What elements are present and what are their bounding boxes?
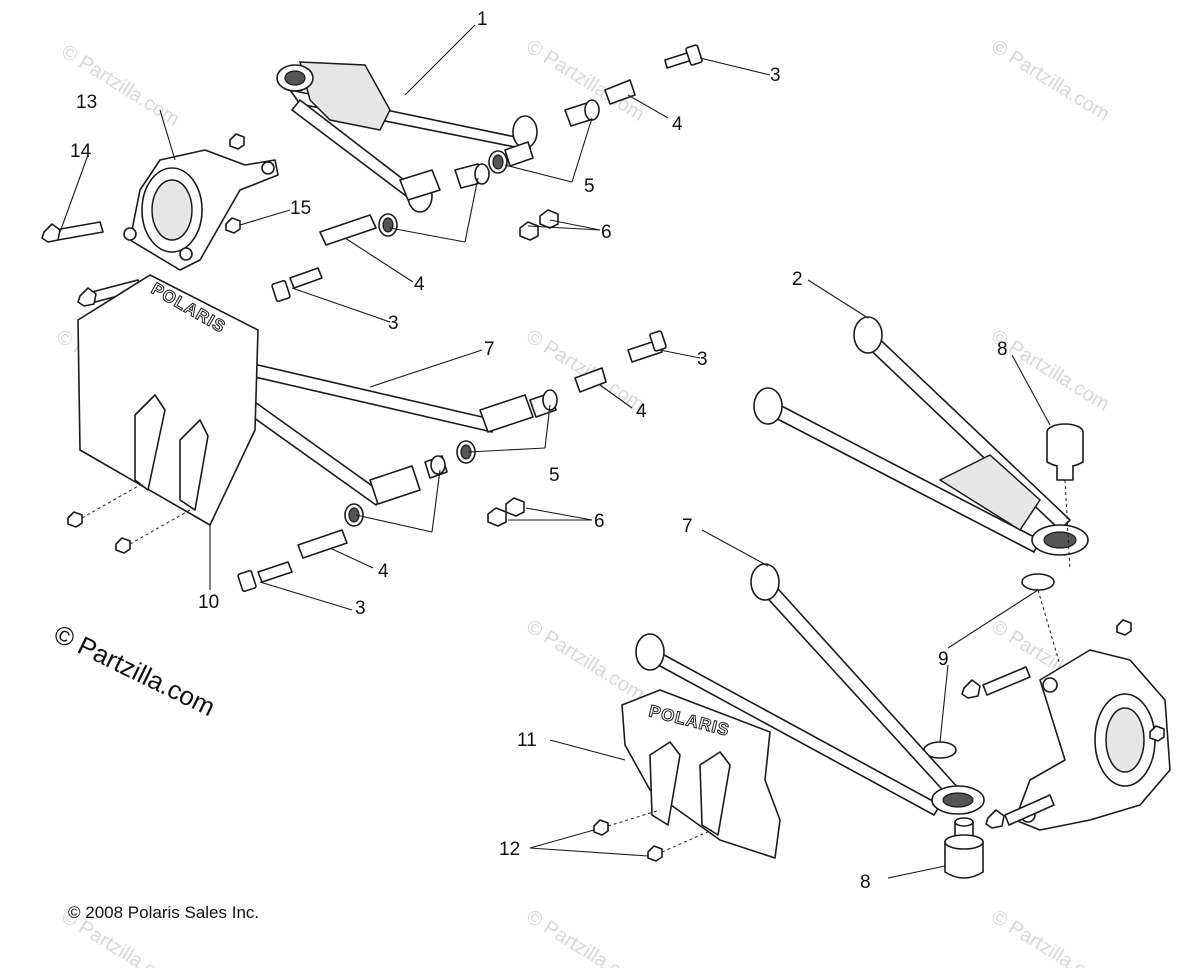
callout-8: 8 bbox=[860, 872, 871, 893]
callout-2: 2 bbox=[792, 269, 803, 290]
knuckle-right bbox=[961, 479, 1171, 831]
callout-15: 15 bbox=[290, 198, 311, 219]
callout-labels: 1 2 3 3 3 3 4 4 4 4 5 5 6 6 7 7 8 8 9 10… bbox=[70, 9, 1008, 893]
callout-5: 5 bbox=[549, 465, 560, 486]
partzilla-watermark: © Partzilla.com bbox=[49, 618, 220, 722]
watermark-text: © Partzilla.com bbox=[522, 616, 648, 706]
callout-3: 3 bbox=[770, 65, 781, 86]
knuckle-13 bbox=[123, 149, 279, 271]
callout-14: 14 bbox=[70, 141, 92, 162]
callout-8: 8 bbox=[997, 339, 1008, 360]
callout-5: 5 bbox=[584, 176, 595, 197]
nuts-15 bbox=[225, 133, 245, 234]
callout-4: 4 bbox=[378, 561, 389, 582]
callout-3: 3 bbox=[697, 349, 708, 370]
ball-joint-8-upper bbox=[1046, 423, 1084, 481]
callout-3: 3 bbox=[388, 313, 399, 334]
guard-11: POLARIS bbox=[593, 689, 781, 862]
watermark-text: © Partzilla.com bbox=[987, 36, 1113, 126]
upper-a-arm-1 bbox=[276, 61, 538, 213]
copyright-text: © 2008 Polaris Sales Inc. bbox=[68, 903, 259, 922]
upper-a-arm-2 bbox=[753, 316, 1089, 556]
callout-13: 13 bbox=[76, 92, 97, 113]
callout-10: 10 bbox=[198, 592, 219, 613]
callout-7: 7 bbox=[484, 339, 495, 360]
callout-4: 4 bbox=[414, 274, 425, 295]
watermark-text: © Partzilla.com bbox=[987, 906, 1113, 968]
hardware-middle-group bbox=[237, 330, 667, 593]
callout-1: 1 bbox=[477, 9, 488, 30]
callout-6: 6 bbox=[601, 222, 612, 243]
callout-11: 11 bbox=[517, 730, 537, 751]
callout-4: 4 bbox=[636, 401, 647, 422]
callout-12: 12 bbox=[499, 839, 520, 860]
callout-7: 7 bbox=[682, 516, 693, 537]
watermark-text: © Partzilla.com bbox=[522, 906, 648, 968]
knuckle-bolts-14 bbox=[41, 221, 142, 307]
callout-4: 4 bbox=[672, 114, 683, 135]
callout-9: 9 bbox=[938, 649, 949, 670]
callout-3: 3 bbox=[355, 598, 366, 619]
ball-joint-8-lower bbox=[944, 817, 984, 879]
watermark-text: © Partzilla.com bbox=[57, 41, 183, 131]
leader-lines bbox=[59, 24, 1051, 879]
callout-6: 6 bbox=[594, 511, 605, 532]
lower-a-arm-7-right bbox=[635, 563, 985, 816]
guard-10: POLARIS bbox=[67, 274, 259, 554]
